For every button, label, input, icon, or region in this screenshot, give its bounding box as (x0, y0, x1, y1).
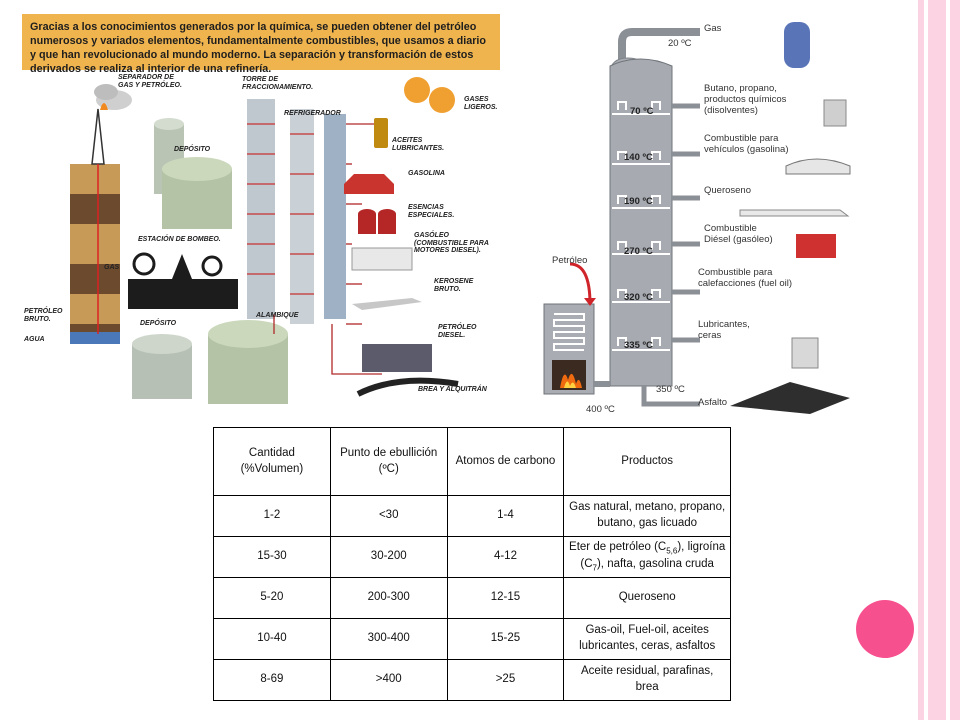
label-asfalto: Asfalto (698, 397, 728, 408)
cell-productos: Gas natural, metano, propano, butano, ga… (563, 495, 731, 537)
label-gas-top: Gas (704, 23, 722, 34)
tray-temp-3: 190 ºC (624, 196, 653, 207)
slide-side-band (918, 0, 960, 720)
cell-atomos: 12-15 (446, 577, 565, 619)
table-row: 1-2 <30 1-4 Gas natural, metano, propano… (213, 495, 731, 537)
decorative-circle (856, 600, 914, 658)
cell-punto: 200-300 (329, 577, 448, 619)
cell-atomos: 4-12 (446, 536, 565, 578)
label-alambique: Alambique (256, 312, 299, 319)
label-separador: Separador de gas y petróleo. (118, 74, 182, 89)
column-drawing (543, 22, 851, 414)
tray-temp-5: 320 ºC (624, 292, 653, 303)
cell-cantidad: 10-40 (213, 618, 331, 660)
label-kerosene: Kerosene bruto. (434, 278, 474, 293)
header-productos: Productos (563, 427, 731, 496)
header-punto: Punto de ebullición (ºC) (329, 427, 448, 496)
header-productos-text: Productos (621, 454, 674, 467)
cell-punto: <30 (329, 495, 448, 537)
cell-punto: 300-400 (329, 618, 448, 660)
cell-productos: Eter de petróleo (C5,6), ligroína (C7), … (563, 536, 731, 578)
label-petroleo-feed: Petróleo (552, 255, 588, 266)
label-petroleo-bruto: Petróleo bruto. (24, 308, 63, 323)
cell-productos-part: ), ligroína (C (580, 540, 726, 570)
intro-text: Gracias a los conocimientos generados po… (22, 14, 500, 75)
table-row: 8-69 >400 >25 Aceite residual, parafinas… (213, 659, 731, 701)
cell-cantidad: 5-20 (213, 577, 331, 619)
label-brea: Brea y alquitrán (418, 386, 487, 393)
label-esencias: Esencias especiales. (408, 204, 455, 219)
cell-productos-part: ), nafta, gasolina cruda (596, 558, 714, 570)
tray-temp-4: 270 ºC (624, 246, 653, 257)
cell-productos: Gas-oil, Fuel-oil, aceites lubricantes, … (563, 618, 731, 660)
tray-product-3: Queroseno (704, 185, 752, 196)
cell-productos-subscript: 5,6 (666, 546, 678, 556)
cell-atomos: >25 (446, 659, 565, 701)
refinery-drawing (70, 77, 459, 404)
cell-punto: 30-200 (329, 536, 448, 578)
petroleum-fractions-table: Cantidad (%Volumen) Punto de ebullición (… (213, 427, 731, 701)
label-petroleo-diesel: Petróleo diesel. (438, 324, 477, 339)
temp-bottom-right: 350 ºC (656, 384, 685, 395)
cell-atomos: 1-4 (446, 495, 565, 537)
label-deposito-top: Depósito (174, 146, 211, 153)
label-gas: Gas (104, 264, 120, 271)
cell-productos: Aceite residual, parafinas, brea (563, 659, 731, 701)
label-aceites: Aceites lubricantes. (392, 137, 445, 152)
cell-punto: >400 (329, 659, 448, 701)
header-atomos: Atomos de carbono (446, 427, 565, 496)
cell-cantidad: 15-30 (213, 536, 331, 578)
label-deposito-bottom: Depósito (140, 320, 177, 327)
cell-productos-part: Eter de petróleo (C (569, 540, 667, 553)
label-refrigerador: Refrigerador (284, 110, 341, 117)
temp-furnace: 400 ºC (586, 404, 615, 415)
table-header-row: Cantidad (%Volumen) Punto de ebullición (… (213, 427, 731, 496)
label-gasoleo: Gasóleo (combustible para motores diesel… (414, 232, 489, 255)
header-atomos-text: Atomos de carbono (455, 454, 556, 467)
refinery-illustration: Gracias a los conocimientos generados po… (22, 14, 500, 414)
band-stripe (946, 0, 950, 720)
tray-temp-1: 70 ºC (630, 106, 654, 117)
tray-product-6: Lubricantes, ceras (698, 319, 750, 341)
cell-cantidad: 1-2 (213, 495, 331, 537)
cell-atomos: 15-25 (446, 618, 565, 660)
label-estacion: Estación de bombeo. (138, 236, 221, 243)
cell-productos-subscript: 7 (592, 563, 597, 573)
cell-productos: Queroseno (563, 577, 731, 619)
tray-temp-2: 140 ºC (624, 152, 653, 163)
distillation-column-diagram: Gas 20 ºC 70 ºC Butano, propano, product… (540, 14, 860, 415)
label-gases-ligeros: Gases ligeros. (464, 96, 498, 111)
label-gasolina: Gasolina (408, 170, 445, 177)
tray-temp-6: 335 ºC (624, 340, 653, 351)
cell-cantidad: 8-69 (213, 659, 331, 701)
band-stripe (924, 0, 928, 720)
table-row: 10-40 300-400 15-25 Gas-oil, Fuel-oil, a… (213, 618, 731, 660)
table-row: 5-20 200-300 12-15 Queroseno (213, 577, 731, 619)
header-punto-unit: (ºC) (378, 462, 399, 475)
table-row: 15-30 30-200 4-12 Eter de petróleo (C5,6… (213, 536, 731, 578)
label-torre: Torre de fraccionamiento. (242, 76, 314, 91)
label-agua: Agua (24, 336, 45, 343)
header-cantidad-text: Cantidad (%Volumen) (240, 446, 304, 475)
tray-product-1: Butano, propano, productos químicos (dis… (704, 83, 787, 116)
tray-product-2: Combustible para vehículos (gasolina) (704, 133, 789, 155)
temp-top: 20 ºC (668, 38, 692, 49)
header-punto-text: Punto de ebullición (340, 446, 438, 459)
tray-product-4: Combustible Diésel (gasóleo) (704, 223, 773, 245)
header-cantidad: Cantidad (%Volumen) (213, 427, 331, 496)
tray-product-5: Combustible para calefacciones (fuel oil… (698, 267, 792, 289)
